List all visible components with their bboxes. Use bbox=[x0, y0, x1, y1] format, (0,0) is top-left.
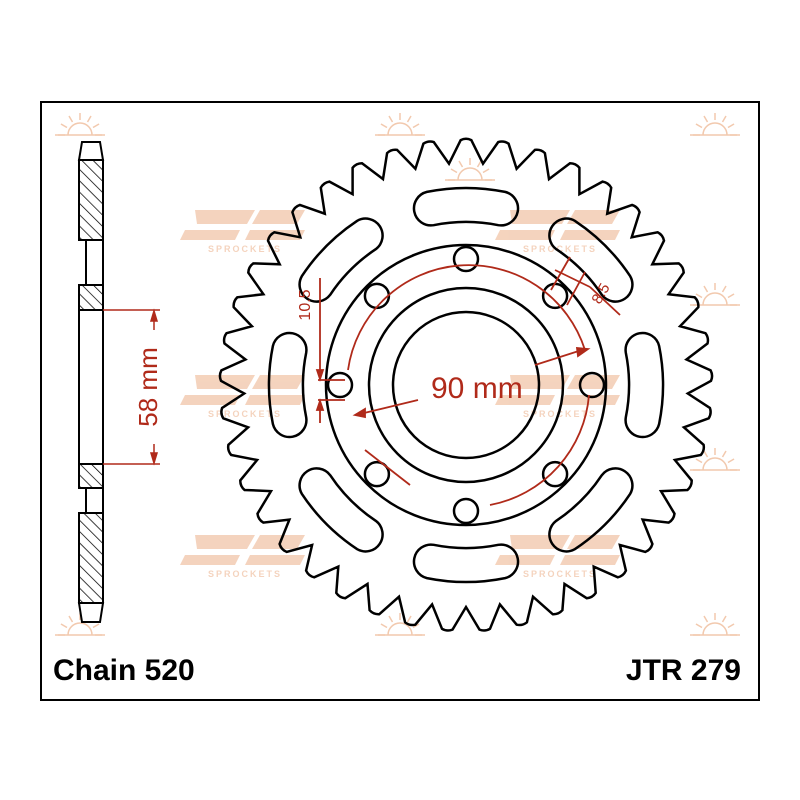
offset-dimension: 8.5 bbox=[589, 280, 614, 307]
pcd-dimension bbox=[315, 256, 621, 506]
bolt-hole bbox=[541, 282, 569, 310]
sun-logo-icon bbox=[55, 613, 105, 636]
brand-watermark: SPROCKETS bbox=[180, 535, 305, 579]
sun-logo-icon bbox=[55, 113, 105, 136]
chain-size-label: Chain 520 bbox=[53, 654, 195, 687]
lightening-slot bbox=[298, 467, 384, 553]
sun-logo-icon bbox=[375, 113, 425, 136]
lightening-slot bbox=[548, 217, 634, 303]
hub-width-dimension bbox=[103, 308, 160, 466]
bolt-hole bbox=[363, 282, 391, 310]
bolt-hole bbox=[363, 460, 391, 488]
brand-watermark: SPROCKETS bbox=[495, 210, 620, 254]
sun-logo-icon bbox=[690, 113, 740, 136]
lightening-slot bbox=[298, 217, 384, 303]
hub-width-label: 58 mm bbox=[133, 347, 163, 426]
lightening-slot bbox=[412, 543, 520, 584]
brand-watermark: SPROCKETS bbox=[180, 210, 305, 254]
jt-logo-shape bbox=[180, 535, 305, 565]
sun-logo-icon bbox=[690, 448, 740, 471]
jt-logo-shape bbox=[180, 375, 305, 405]
watermark-text: SPROCKETS bbox=[208, 569, 282, 579]
bolt-hole bbox=[578, 371, 606, 399]
bolt-hole bbox=[452, 245, 480, 273]
lightening-slot bbox=[412, 186, 520, 227]
jt-logo-shape bbox=[495, 210, 620, 240]
bolt-hole-dimension: 10.5 bbox=[297, 289, 314, 320]
watermark-text: SPROCKETS bbox=[208, 409, 282, 419]
jt-logo-shape bbox=[495, 535, 620, 565]
part-number-label: JTR 279 bbox=[626, 654, 741, 687]
watermark-text: SPROCKETS bbox=[523, 569, 597, 579]
sun-logo-icon bbox=[690, 613, 740, 636]
inner-hub-ring bbox=[367, 286, 565, 484]
sun-logo-icon bbox=[445, 158, 495, 181]
side-profile bbox=[77, 141, 105, 623]
brand-watermark: SPROCKETS bbox=[180, 375, 305, 419]
outer-hub-ring bbox=[324, 243, 608, 527]
pcd-value: 90 mm bbox=[431, 372, 523, 405]
sun-logo-icon bbox=[375, 613, 425, 636]
sprocket-teeth-outline bbox=[218, 137, 714, 632]
lightening-slot bbox=[624, 331, 665, 439]
lightening-slot bbox=[267, 331, 308, 439]
watermark-layer: SPROCKETS SPROCKETS SPROCKETS SPROCKETS SPRO… bbox=[55, 113, 740, 636]
bolt-hole bbox=[452, 497, 480, 525]
bolt-hole bbox=[541, 460, 569, 488]
center-bore bbox=[391, 310, 541, 460]
watermark-text: SPROCKETS bbox=[523, 244, 597, 254]
watermark-text: SPROCKETS bbox=[208, 244, 282, 254]
sprocket-front-view bbox=[218, 137, 714, 632]
drawing-frame bbox=[40, 101, 760, 701]
lightening-slot bbox=[548, 467, 634, 553]
brand-watermark: SPROCKETS bbox=[495, 535, 620, 579]
bolt-hole bbox=[326, 371, 354, 399]
